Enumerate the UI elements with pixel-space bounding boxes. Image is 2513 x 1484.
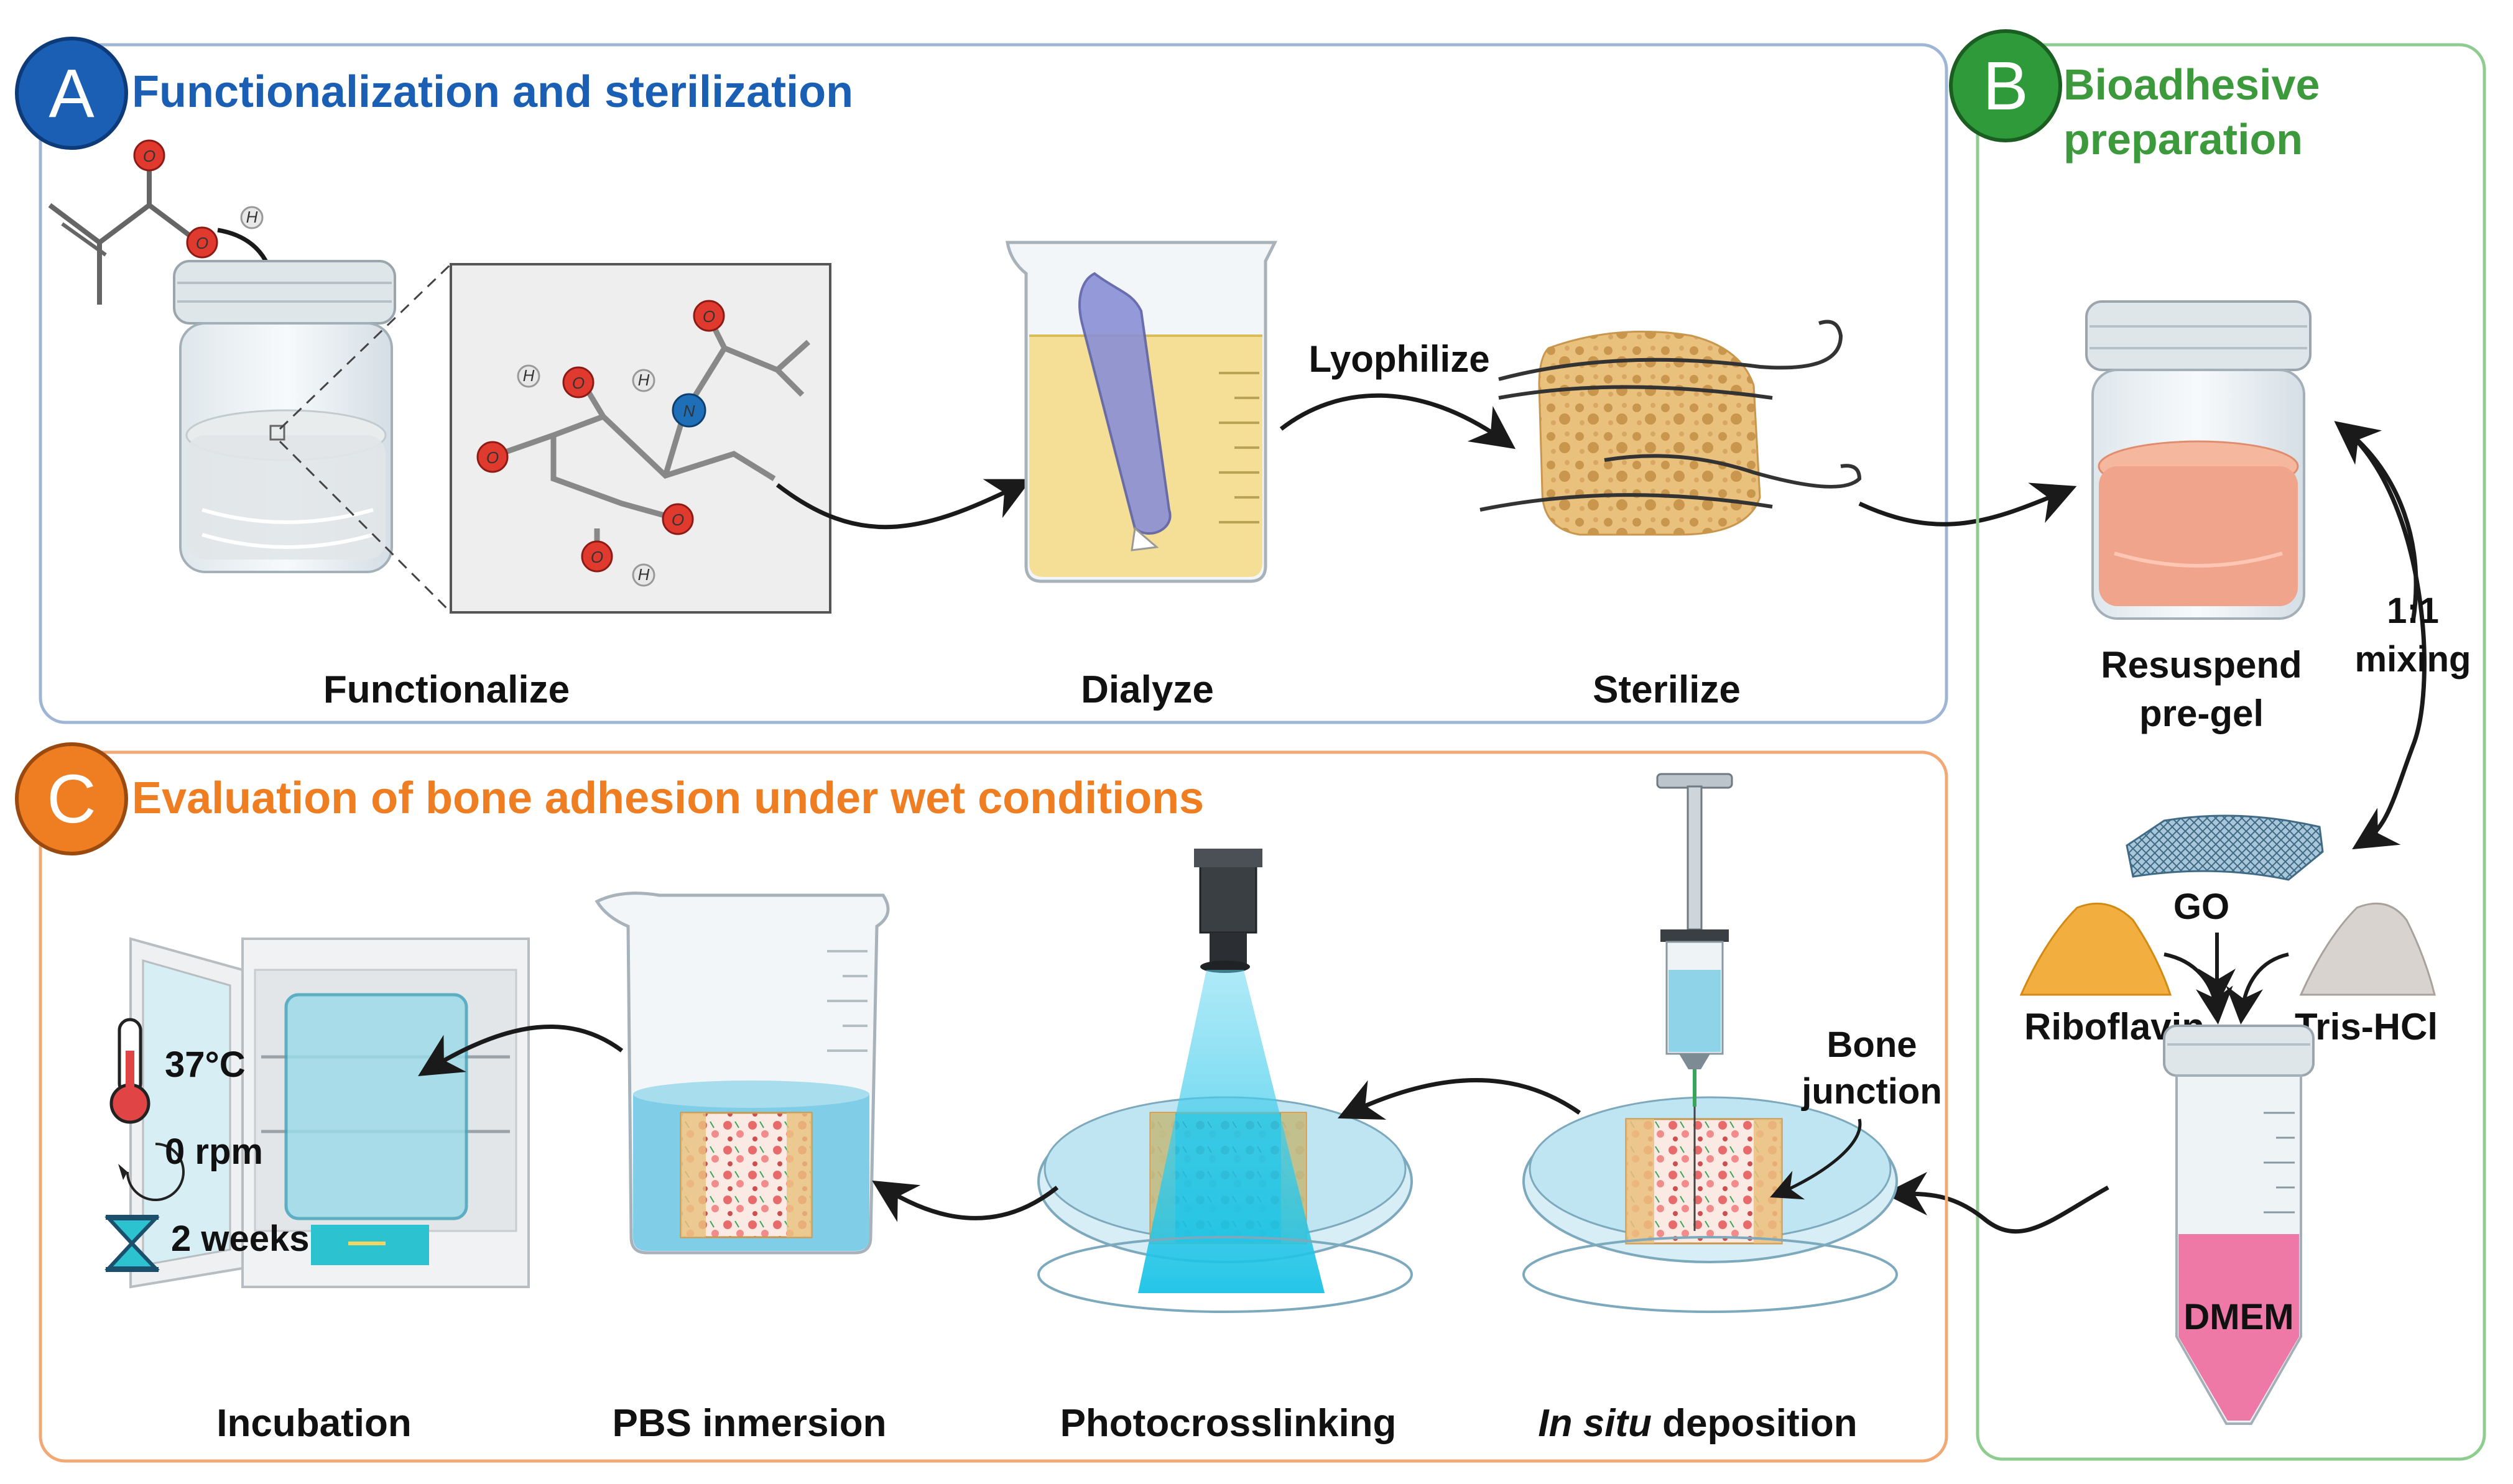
svg-text:O: O — [486, 448, 499, 467]
thermometer-icon — [109, 1018, 150, 1124]
insitu-italic: In situ — [1538, 1402, 1652, 1445]
panel-b-title-line1: Bioadhesive — [2063, 60, 2320, 109]
oxygen-atom — [186, 226, 218, 259]
svg-text:N: N — [683, 402, 695, 420]
tris-arrow — [2226, 952, 2289, 1025]
panel-b-title-line2: preparation — [2063, 115, 2303, 164]
svg-text:H: H — [523, 366, 535, 385]
photocrosslinking-label: Photocrosslinking — [1060, 1402, 1397, 1445]
zoom-line — [279, 263, 452, 430]
arrow-to-pbs — [872, 1180, 1059, 1222]
svg-text:O: O — [703, 307, 715, 326]
arrow-to-dialyze — [775, 479, 1032, 530]
reaction-jar — [173, 260, 396, 573]
bone-junction-pointer — [1770, 1118, 1862, 1200]
bone-junction-label-line2: junction — [1801, 1071, 1942, 1112]
pbs-label: PBS inmersion — [613, 1402, 887, 1445]
mixing-arrow — [2343, 427, 2427, 850]
tris-hcl-label: Tris-HCl — [2295, 1006, 2438, 1048]
panel-a-title: Functionalization and sterilization — [132, 67, 853, 117]
svg-text:O: O — [572, 374, 585, 392]
panel-a-badge — [15, 37, 128, 150]
panel-c: C Evaluation of bone adhesion under wet … — [15, 742, 1948, 1463]
svg-text:O: O — [672, 510, 684, 529]
svg-text:O: O — [591, 548, 603, 566]
functionalize-label: Functionalize — [323, 668, 570, 711]
dialyze-label: Dialyze — [1081, 668, 1214, 711]
ratio-label: 1:1 — [2387, 591, 2439, 631]
svg-text:O: O — [196, 234, 208, 252]
graphene-oxide-sheet — [2126, 814, 2324, 881]
arrow-to-deposition — [1884, 1172, 2109, 1234]
duration-label: 2 weeks — [171, 1219, 310, 1259]
panel-c-title: Evaluation of bone adhesion under wet co… — [132, 773, 1204, 823]
lyophilize-label: Lyophilize — [1308, 338, 1489, 380]
go-label: GO — [2173, 887, 2229, 927]
svg-text:H: H — [638, 565, 650, 584]
dialysis-beaker — [1006, 241, 1278, 583]
insitu-label: In situ deposition — [1538, 1402, 1857, 1445]
falcon-tube — [2163, 1025, 2315, 1425]
deposition-dish — [1522, 1096, 1898, 1313]
resuspend-label-line1: Resuspend — [2101, 644, 2302, 686]
arrow-to-incubation — [418, 1024, 624, 1077]
bone-junction-label-line1: Bone — [1827, 1025, 1917, 1065]
syringe — [1656, 773, 1733, 1231]
sterile-sponge — [1479, 320, 1862, 536]
arrow-to-photocrosslinking — [1337, 1078, 1581, 1120]
panel-c-letter: C — [47, 761, 96, 837]
svg-text:O: O — [143, 147, 155, 165]
pregel-jar — [2085, 300, 2312, 620]
hydrogen-atom — [240, 206, 264, 229]
temperature-label: 37°C — [165, 1044, 246, 1085]
pbs-beaker — [595, 892, 890, 1255]
panel-a-frame — [39, 43, 1948, 724]
mixing-label: mixing — [2355, 639, 2471, 680]
svg-text:H: H — [638, 371, 650, 389]
insitu-rest: deposition — [1652, 1402, 1858, 1445]
resuspend-label-line2: pre-gel — [2139, 693, 2264, 734]
zoom-line — [279, 440, 452, 614]
tris-hcl-powder — [2299, 902, 2436, 996]
rpm-label: 0 rpm — [165, 1131, 263, 1172]
uv-light-beam — [1138, 970, 1325, 1293]
dmem-label: DMEM — [2183, 1297, 2293, 1337]
arrow-to-sterilize — [1279, 393, 1516, 449]
panel-c-frame — [39, 750, 1948, 1463]
riboflavin-arrow — [2164, 952, 2233, 1025]
hourglass-icon — [104, 1215, 160, 1272]
photocrosslinking-dish — [1037, 849, 1413, 1313]
panel-b-letter: B — [1983, 48, 2028, 124]
oxygen-atom — [133, 139, 165, 172]
panel-b-badge — [1949, 29, 2062, 142]
panel-c-badge — [15, 742, 128, 855]
arrow-to-resuspend — [1858, 482, 2077, 527]
panel-b-frame — [1976, 43, 2486, 1461]
molecule-zoom-box: O O H O O H N H O — [450, 263, 831, 614]
panel-a-letter: A — [49, 55, 95, 132]
sterilize-label: Sterilize — [1593, 668, 1741, 711]
incubation-label: Incubation — [216, 1402, 411, 1445]
svg-text:H: H — [246, 208, 258, 226]
riboflavin-powder — [2019, 902, 2172, 996]
rotation-icon — [118, 1143, 185, 1201]
panel-b: B Bioadhesive preparation Resuspend pre-… — [1884, 29, 2486, 1461]
panel-a: A Functionalization and sterilization O … — [15, 37, 2077, 724]
